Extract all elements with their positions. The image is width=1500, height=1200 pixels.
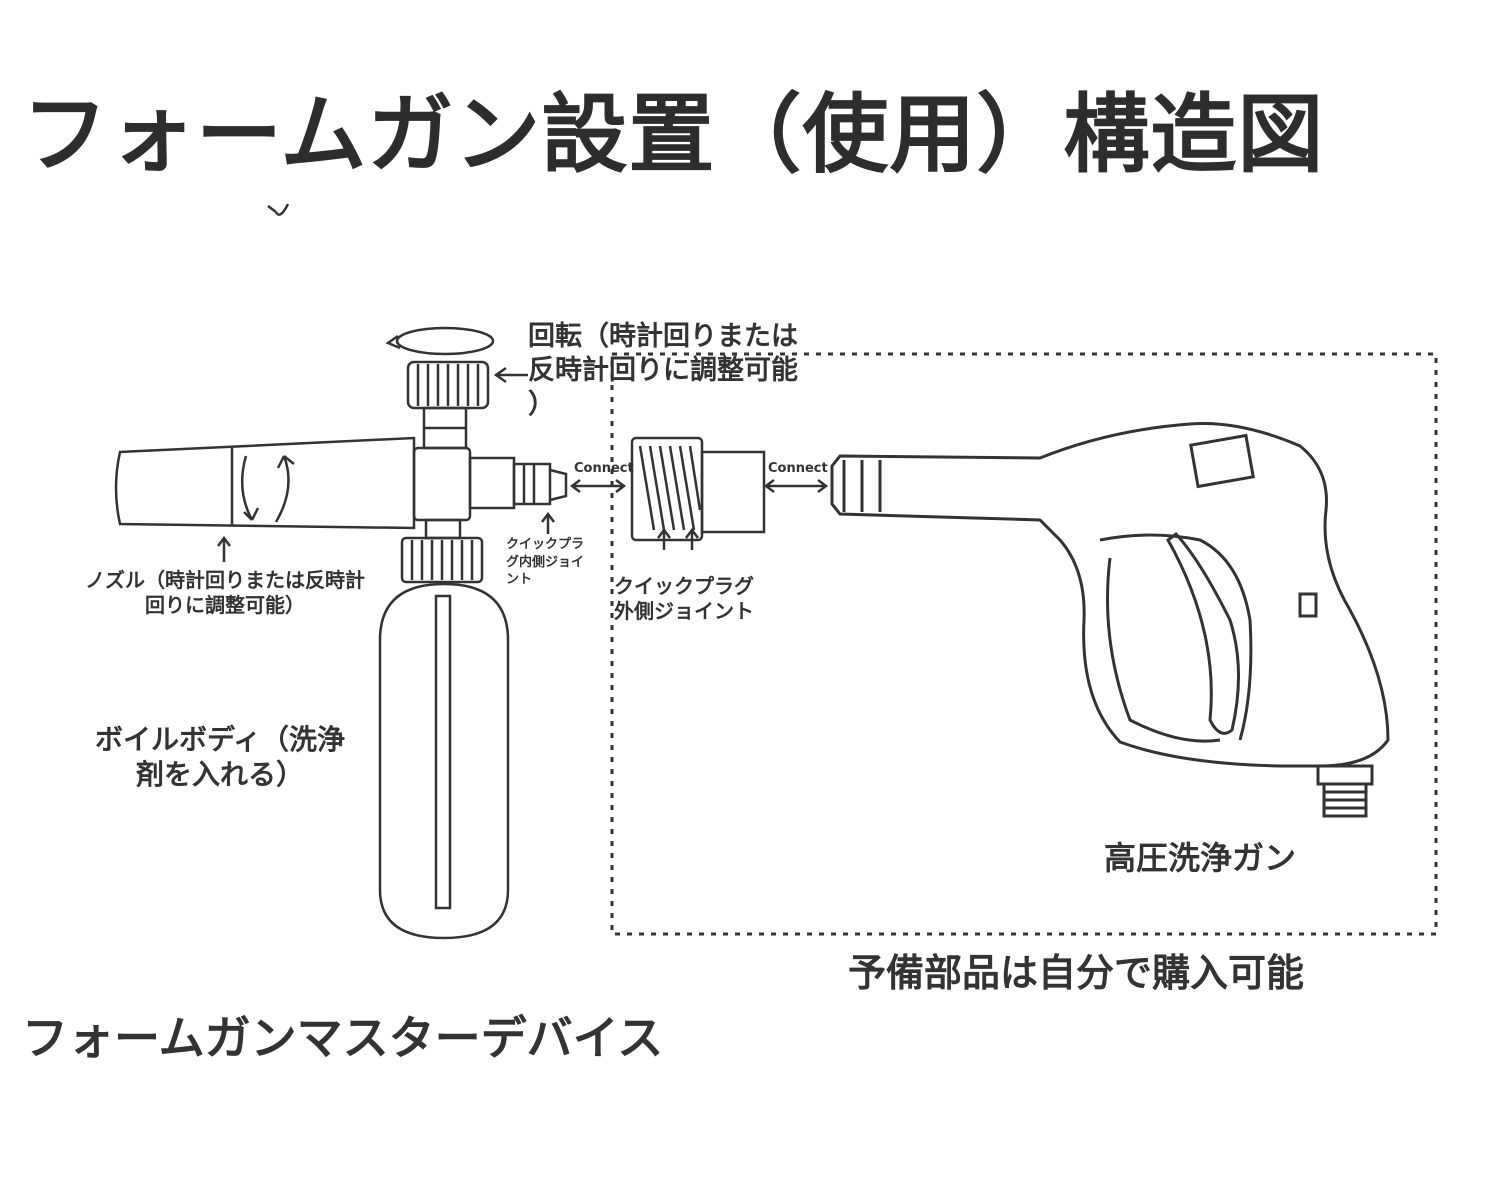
master-device-label: フォームガンマスターデバイス: [22, 1010, 663, 1068]
quick-plug-inner-label: クイックプラ グ内側ジョイ ント: [506, 536, 616, 589]
spare-parts-label: 予備部品は自分で購入可能: [848, 950, 1304, 998]
rotation-ring: [397, 328, 493, 354]
connect-arrow-1: [572, 480, 624, 492]
central-housing: [414, 448, 566, 538]
top-adjust-knob: [408, 362, 488, 448]
rotation-label: 回転（時計回りまたは 反時計回りに調整可能 ）: [528, 320, 848, 421]
nozzle-label: ノズル（時計回りまたは反時計 回りに調整可能）: [60, 568, 390, 618]
connect-label-1: Connect: [574, 461, 634, 476]
high-pressure-gun-label: 高圧洗浄ガン: [1104, 838, 1296, 878]
bottle: [380, 538, 508, 938]
knob-pointer-arrow: [496, 368, 528, 382]
bottle-body-label: ボイルボディ（洗浄 剤を入れる）: [70, 722, 370, 792]
connect-arrow-2: [766, 480, 826, 492]
quick-plug-outer-joint: [632, 438, 764, 540]
high-pressure-gun: [832, 423, 1388, 816]
spare-parts-dashed-box: [612, 354, 1436, 934]
nozzle-barrel: [116, 438, 414, 528]
quick-plug-outer-label: クイックプラグ 外側ジョイント: [614, 574, 814, 624]
connect-label-2: Connect: [768, 461, 828, 476]
page-title: フォームガン設置（使用）構造図: [22, 88, 1492, 183]
